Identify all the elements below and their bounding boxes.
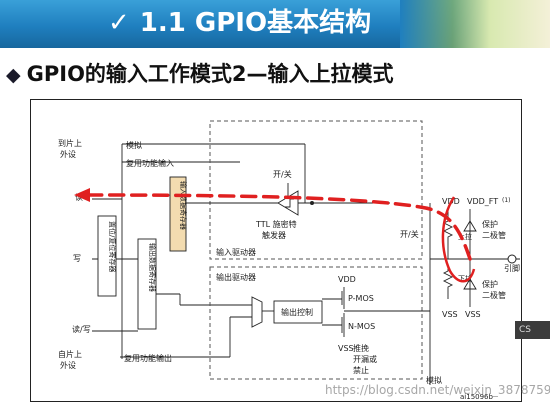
input-driver-region (209, 120, 423, 260)
label-vss-mos: VSS (338, 344, 354, 353)
label-protect-2: 保护 (482, 279, 498, 289)
label-ttl-1: TTL 施密特 (255, 219, 297, 229)
label-diode-1: 二极管 (482, 230, 506, 240)
output-mux (251, 296, 263, 328)
arrowhead-icon (74, 188, 90, 202)
label-pin: 引脚 (504, 263, 520, 273)
slide-title-text: 1.1 GPIO基本结构 (139, 8, 372, 38)
label-read-write: 读/写 (72, 324, 91, 334)
label-analog-top: 模拟 (126, 140, 142, 150)
label-ttl-2: 触发器 (262, 230, 286, 240)
label-from-chip-1: 自片上 (58, 349, 82, 359)
diamond-bullet-icon: ◆ (6, 64, 21, 86)
label-vss-right: VSS (465, 310, 481, 319)
label-analog-bottom: 模拟 (426, 375, 442, 385)
pull-up-resistor (442, 211, 454, 245)
label-pmos: P-MOS (348, 294, 374, 303)
check-icon: ✓ (108, 8, 130, 38)
label-footnote: (1) (502, 197, 511, 204)
label-protect-1: 保护 (482, 219, 498, 229)
label-on-off-top: 开/关 (273, 169, 292, 179)
label-vss-pull: VSS (442, 310, 458, 319)
label-to-chip-1: 到片上 (58, 138, 82, 148)
pull-up-highlight-circle (441, 196, 476, 283)
label-output-control: 输出控制 (281, 307, 313, 317)
label-nmos: N-MOS (348, 322, 375, 331)
label-pull-down: 下拉 (458, 274, 472, 283)
output-driver-region (209, 266, 423, 380)
gpio-diagram: 到片上 外设 模拟 复用功能输入 读 写 读/写 自片上 外设 复用功能输出 输… (30, 99, 522, 402)
label-vdd-ft: VDD_FT (467, 197, 498, 206)
label-to-chip-2: 外设 (60, 149, 76, 159)
label-on-off-right: 开/关 (400, 229, 419, 239)
cs-badge: CS (515, 321, 550, 339)
label-alt-input: 复用功能输入 (126, 158, 174, 168)
label-vdd-mos: VDD (338, 275, 356, 284)
output-data-register-label: 输出数据寄存器 (148, 243, 157, 292)
label-disabled: 禁止 (353, 365, 369, 375)
label-diode-2: 二极管 (482, 290, 506, 300)
label-pull-up: 上拉 (458, 232, 472, 241)
banner-photo (400, 0, 550, 48)
slide-title: ✓ 1.1 GPIO基本结构 (108, 4, 371, 42)
label-output-driver: 输出驱动器 (216, 272, 256, 282)
pull-down-resistor (442, 264, 454, 299)
io-pin-icon (507, 254, 517, 264)
section-heading-text: GPIO的输入工作模式2—输入上拉模式 (26, 62, 394, 86)
label-pushpull: 推挽 (353, 343, 369, 353)
watermark: https://blog.csdn.net/weixin_38787597 (325, 383, 550, 397)
label-fig-id: ai15096b (460, 393, 494, 401)
signal-path-arrow (84, 193, 472, 261)
label-input-driver: 输入驱动器 (216, 247, 256, 257)
title-banner: ✓ 1.1 GPIO基本结构 (0, 0, 550, 48)
section-heading: ◆GPIO的输入工作模式2—输入上拉模式 (6, 60, 394, 89)
junction-dot (310, 201, 314, 205)
input-data-register-label: 输入数据寄存器 (179, 181, 188, 230)
bit-set-reset-register (97, 215, 117, 297)
output-data-register (137, 238, 157, 330)
label-from-chip-2: 外设 (60, 360, 76, 370)
output-control-block (273, 300, 323, 324)
bit-set-reset-label: 置位/复位寄存器 (108, 221, 117, 272)
label-alt-output: 复用功能输出 (124, 353, 172, 363)
label-opendrain: 开漏或 (353, 354, 377, 364)
label-write: 写 (73, 254, 81, 263)
